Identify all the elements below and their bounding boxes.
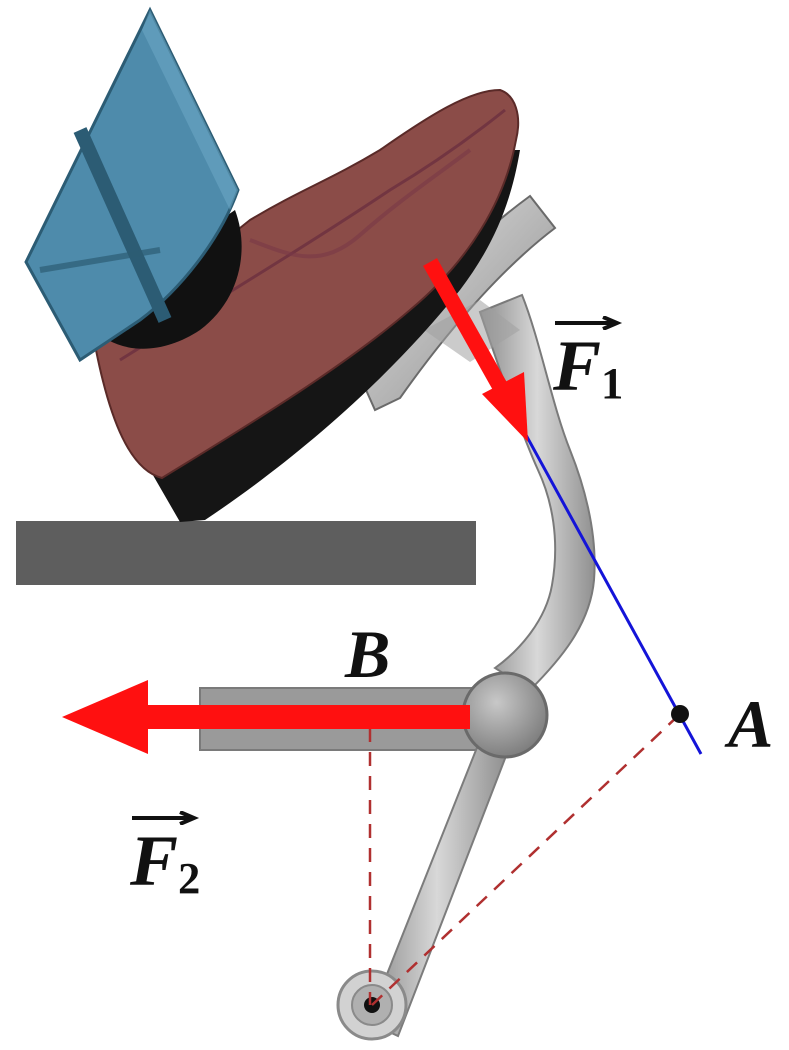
joint-b	[461, 671, 549, 759]
point-a-dot	[671, 705, 689, 723]
vector-arrow-icon	[555, 316, 623, 330]
label-f2: F2	[130, 811, 200, 901]
force-f2-arrow	[62, 680, 470, 754]
label-point-b: B	[345, 616, 391, 692]
label-point-a: A	[728, 686, 774, 762]
label-f1: F1	[553, 316, 623, 406]
floor-slab	[16, 521, 476, 585]
pant-leg	[24, 6, 242, 363]
force-f1-arrow	[423, 258, 528, 442]
vector-arrow-icon	[132, 811, 200, 825]
